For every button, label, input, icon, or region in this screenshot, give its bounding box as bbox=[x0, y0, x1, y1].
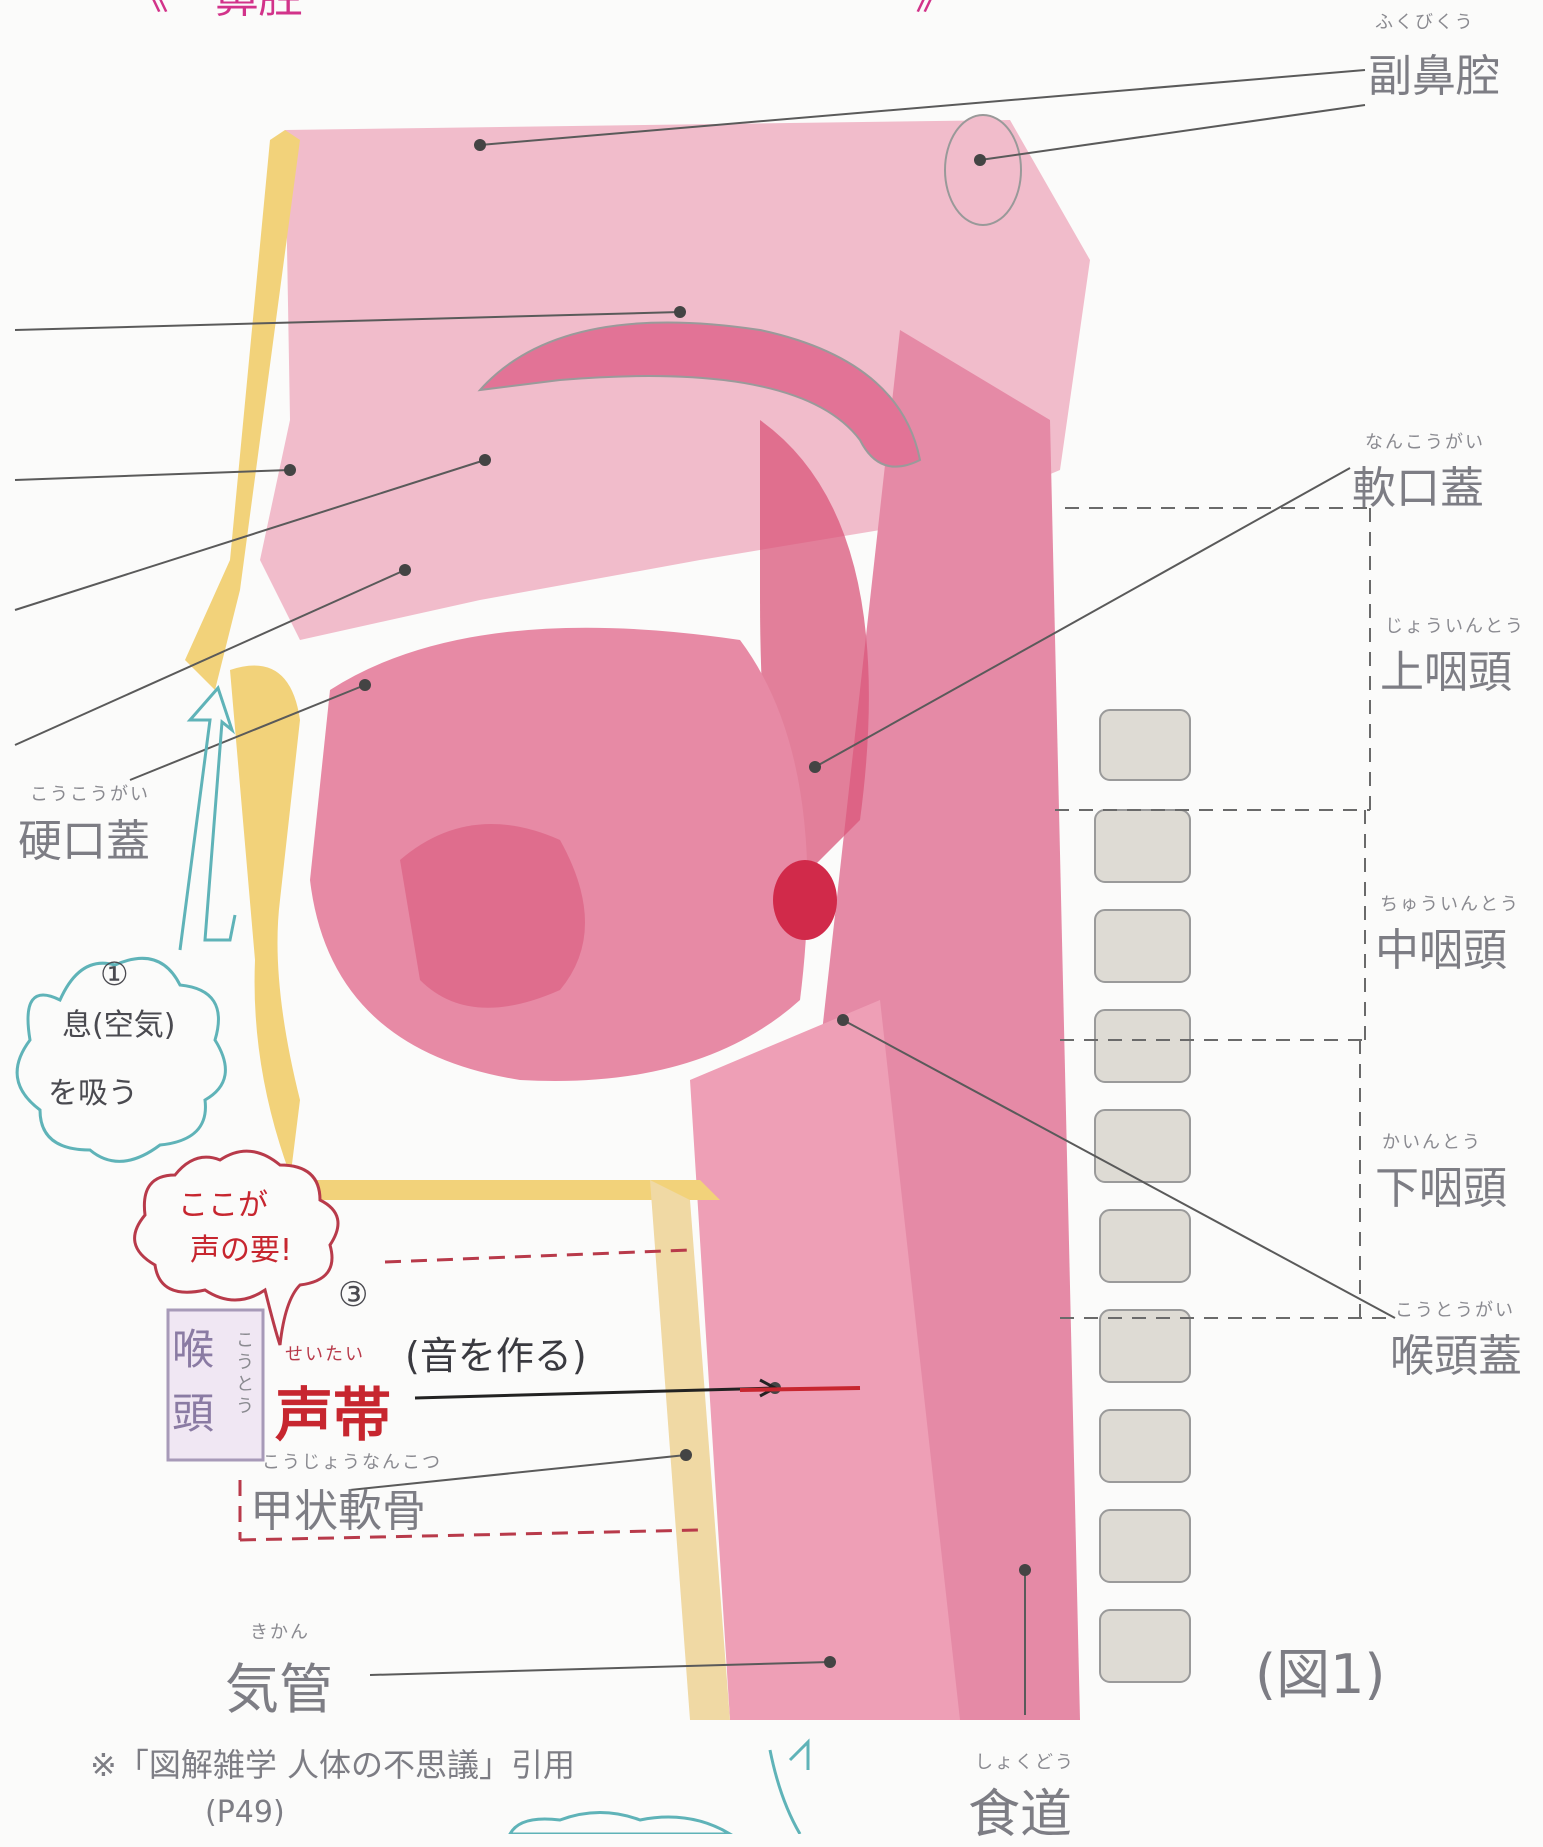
svg-text:《: 《 bbox=[125, 0, 169, 19]
title: 《 鼻腔 》 bbox=[125, 0, 959, 23]
koujou-ruby: こうじょうなんこつ bbox=[262, 1448, 442, 1474]
red-spot bbox=[773, 860, 837, 940]
fukubikuu-ruby: ふくびくう bbox=[1375, 8, 1475, 34]
shokudou-ruby: しょくどう bbox=[975, 1748, 1075, 1774]
number-3: ③ bbox=[338, 1275, 368, 1315]
label-jouintou: 上咽頭 bbox=[1380, 636, 1512, 700]
jouintou-ruby: じょういんとう bbox=[1385, 612, 1525, 638]
label-kikan: 気管 bbox=[225, 1645, 333, 1724]
breath-number: ① bbox=[100, 955, 129, 993]
vertebrae bbox=[1095, 710, 1190, 1682]
tongue-inner bbox=[400, 824, 585, 1008]
bottom-bubble bbox=[510, 1813, 730, 1835]
label-shokudou: 食道 bbox=[968, 1772, 1072, 1847]
kaintou-ruby: かいんとう bbox=[1382, 1128, 1482, 1154]
sinus-oval bbox=[945, 115, 1021, 225]
label-koukougai: 硬口蓋 bbox=[18, 805, 150, 869]
label-koutou: 喉頭 bbox=[172, 1318, 228, 1446]
kikan-ruby: きかん bbox=[250, 1618, 310, 1644]
label-seitai: 声帯 bbox=[275, 1368, 391, 1452]
key-text-2: 声の要! bbox=[190, 1225, 292, 1269]
citation-line-2: (P49) bbox=[205, 1795, 285, 1830]
koutougai-ruby: こうとうがい bbox=[1395, 1296, 1515, 1322]
svg-text:》: 》 bbox=[915, 0, 959, 19]
svg-text:鼻腔: 鼻腔 bbox=[215, 0, 303, 23]
seitai-ruby: せいたい bbox=[285, 1340, 365, 1366]
label-nankougai: 軟口蓋 bbox=[1352, 452, 1484, 516]
koutou-ruby: こうとう bbox=[236, 1330, 256, 1418]
label-koujou: 甲状軟骨 bbox=[250, 1475, 426, 1539]
citation-line-1: ※「図解雑学 人体の不思議」引用 bbox=[90, 1740, 575, 1786]
nankougai-ruby: なんこうがい bbox=[1365, 428, 1485, 454]
nose-bone bbox=[185, 130, 300, 690]
key-text-1: ここが bbox=[178, 1180, 268, 1224]
label-fukubikuu: 副鼻腔 bbox=[1368, 40, 1500, 104]
chuuintou-ruby: ちゅういんとう bbox=[1380, 890, 1520, 916]
vocal-cord bbox=[740, 1388, 860, 1390]
figure-number: (図1) bbox=[1255, 1630, 1386, 1709]
koukougai-ruby: こうこうがい bbox=[30, 780, 150, 806]
breath-text-2: を吸う bbox=[48, 1068, 138, 1112]
label-koutougai: 喉頭蓋 bbox=[1390, 1320, 1522, 1384]
label-oto: (音を作る) bbox=[405, 1325, 587, 1380]
label-chuuintou: 中咽頭 bbox=[1375, 914, 1507, 978]
label-kaintou: 下咽頭 bbox=[1375, 1152, 1507, 1216]
breath-text-1: 息(空気) bbox=[62, 1000, 175, 1044]
